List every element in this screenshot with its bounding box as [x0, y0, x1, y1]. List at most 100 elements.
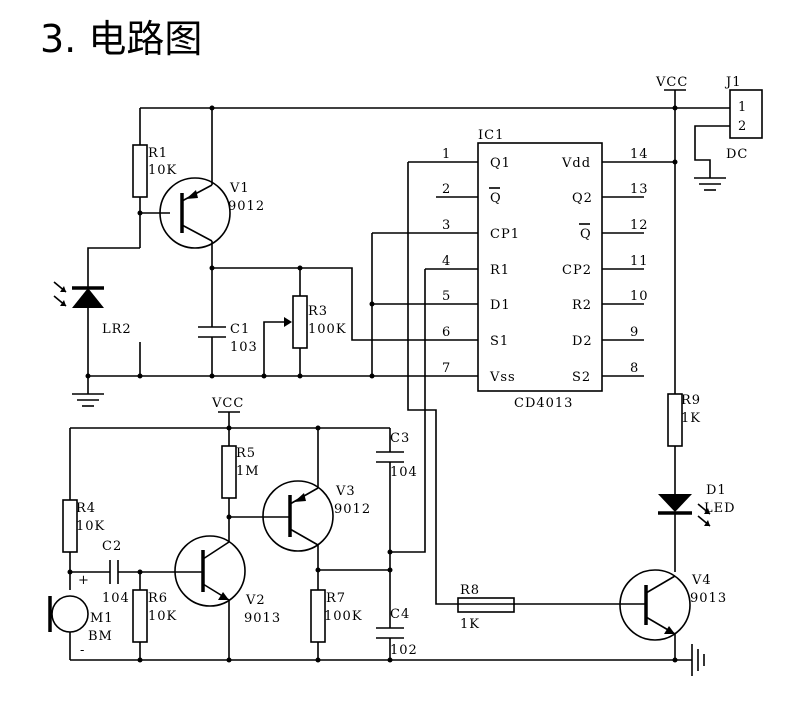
v1-ref: V1 [229, 181, 250, 196]
r3-value: 100K [308, 322, 347, 337]
pin-num-10: 10 [630, 289, 649, 304]
mic-plus: + [78, 573, 90, 588]
transistor-v2 [174, 535, 246, 660]
ic-right-pins: 14 13 12 11 10 9 8 Vdd Q2 Q CP2 R2 D2 S2 [561, 147, 675, 385]
r6-ref: R6 [148, 591, 168, 606]
pin-name-q2: Q2 [572, 191, 593, 206]
microphone-m1 [48, 595, 89, 633]
ic-part: CD4013 [514, 396, 573, 411]
pin-name-qbar1: Q [490, 191, 502, 206]
ground-symbol-upper [72, 393, 104, 407]
v1-value: 9012 [228, 199, 265, 214]
r9-value: 1K [681, 411, 701, 426]
pin-name-qbar2: Q [580, 227, 592, 242]
r4-ref: R4 [76, 501, 96, 516]
r7-value: 100K [324, 609, 363, 624]
pin-num-6: 6 [442, 325, 451, 340]
transistor-v1 [159, 108, 231, 268]
v3-ref: V3 [335, 484, 356, 499]
pin-name-d1: D1 [490, 298, 511, 313]
j1-pin1: 1 [738, 100, 747, 115]
m1-ref: M1 [90, 611, 114, 626]
resistor-r8 [457, 597, 515, 613]
resistor-r9 [667, 393, 683, 447]
resistor-r4 [62, 499, 78, 553]
pin-name-s2: S2 [572, 370, 591, 385]
resistor-r5 [221, 445, 237, 499]
r8-value: 1K [460, 617, 480, 632]
r4-value: 10K [76, 519, 105, 534]
r1-value: 10K [148, 163, 177, 178]
transistor-v4 [619, 569, 691, 660]
pin-num-4: 4 [442, 254, 451, 269]
c1-value: 103 [230, 340, 258, 355]
d1-ref: D1 [706, 483, 727, 498]
connector-j1: J1 1 2 DC [694, 75, 763, 178]
c3-value: 104 [390, 465, 418, 480]
mic-minus: - [80, 643, 85, 658]
pin-num-11: 11 [630, 254, 649, 269]
v3-value: 9012 [334, 502, 371, 517]
vcc-symbol-lower: VCC [211, 396, 244, 428]
vcc-label-top: VCC [655, 75, 688, 90]
capacitor-c4 [376, 627, 404, 639]
pin-num-5: 5 [442, 289, 451, 304]
pin-num-3: 3 [442, 218, 451, 233]
c4-value: 102 [390, 643, 418, 658]
r7-ref: R7 [326, 591, 346, 606]
pin-num-9: 9 [630, 325, 639, 340]
capacitor-c1 [198, 326, 226, 338]
r6-value: 10K [148, 609, 177, 624]
pin-num-12: 12 [630, 218, 649, 233]
j1-label: DC [726, 147, 748, 162]
potentiometer-r3 [292, 295, 308, 349]
pin-num-8: 8 [630, 361, 639, 376]
v2-value: 9013 [244, 611, 281, 626]
page-title: 3. 电路图 [40, 17, 203, 61]
resistor-r7 [310, 589, 326, 643]
ground-symbol-lower [691, 644, 705, 676]
v2-ref: V2 [245, 593, 266, 608]
r5-ref: R5 [236, 446, 256, 461]
capacitor-c2 [109, 560, 119, 584]
c2-value: 104 [102, 591, 130, 606]
c1-ref: C1 [230, 322, 250, 337]
pin-name-r1: R1 [490, 263, 510, 278]
vcc-label-lower: VCC [211, 396, 244, 411]
photodiode-lr2 [53, 247, 140, 376]
capacitor-c3 [376, 451, 404, 463]
pin-num-13: 13 [630, 182, 649, 197]
pin-name-cp2: CP2 [562, 263, 592, 278]
pin-name-r2: R2 [572, 298, 592, 313]
pin-name-vss: Vss [489, 370, 516, 385]
r8-ref: R8 [460, 583, 480, 598]
pin-name-s1: S1 [490, 334, 509, 349]
pin-num-14: 14 [630, 147, 649, 162]
pin-name-cp1: CP1 [490, 227, 520, 242]
ic-left-pins: 1 2 3 4 5 6 7 Q1 Q CP1 R1 D1 S1 Vss [372, 147, 520, 385]
ic-cd4013: IC1 CD4013 [477, 128, 603, 411]
c2-ref: C2 [102, 539, 122, 554]
pin-name-q1: Q1 [490, 156, 511, 171]
c4-ref: C4 [390, 607, 410, 622]
r5-value: 1M [236, 464, 260, 479]
r9-ref: R9 [681, 393, 701, 408]
r3-ref: R3 [308, 304, 328, 319]
r1-ref: R1 [148, 146, 168, 161]
pin-name-d2: D2 [572, 334, 593, 349]
lr2-ref: LR2 [102, 322, 132, 337]
resistor-r1 [132, 144, 148, 198]
j1-ref: J1 [724, 75, 741, 90]
pin-name-vdd: Vdd [561, 156, 591, 171]
transistor-v3 [262, 428, 334, 590]
pin-num-1: 1 [442, 147, 451, 162]
d1-value: LED [704, 501, 736, 516]
m1-value: BM [88, 629, 113, 644]
v4-ref: V4 [691, 573, 712, 588]
c3-ref: C3 [390, 431, 410, 446]
led-d1 [658, 494, 711, 527]
pin-num-7: 7 [442, 361, 451, 376]
resistor-r6 [132, 589, 148, 643]
vcc-symbol-top: VCC [655, 75, 688, 108]
